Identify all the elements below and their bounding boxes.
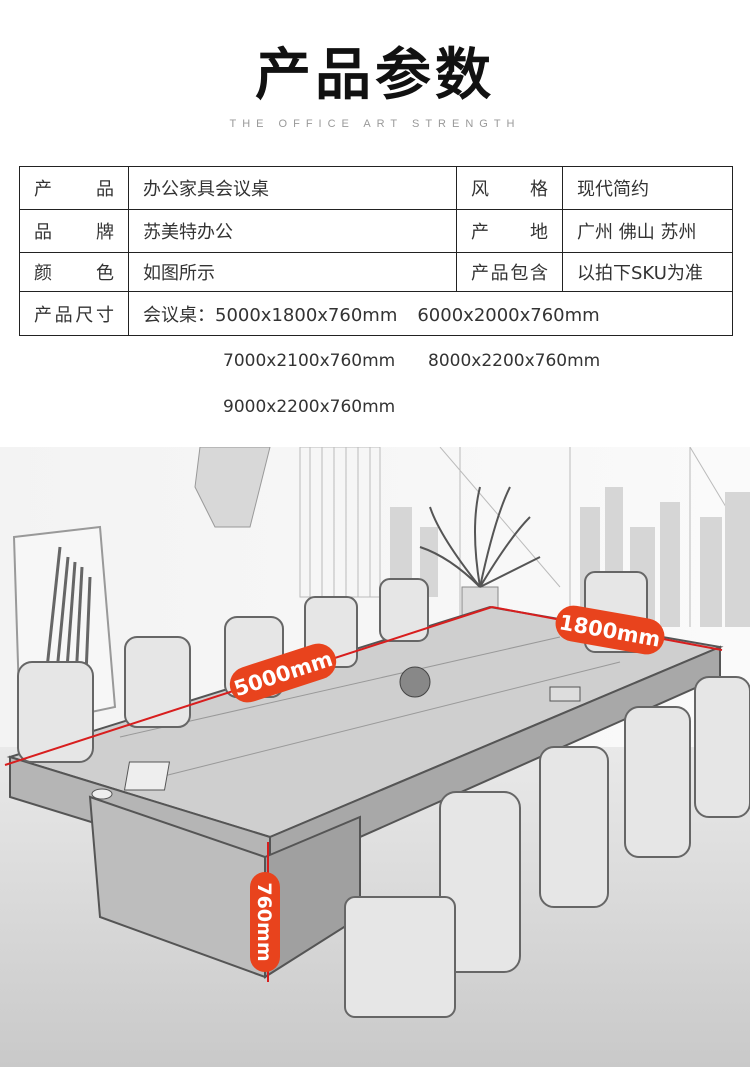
param-value-product: 办公家具会议桌 <box>128 166 457 210</box>
param-value-brand: 苏美特办公 <box>128 209 457 253</box>
width-badge: 1800mm <box>555 605 665 655</box>
param-value-package: 以拍下SKU为准 <box>562 252 733 292</box>
conference-table <box>6 605 724 979</box>
size-option: 8000x2200x760mm <box>428 351 601 371</box>
param-key-brand: 品 牌 <box>19 209 129 253</box>
param-key-style: 风 格 <box>456 166 563 210</box>
param-key-size: 产品尺寸 <box>19 291 129 336</box>
height-badge: 760mm <box>250 872 280 972</box>
parameter-table: 产 品 办公家具会议桌 风 格 现代简约 品 牌 苏美特办公 产 地 广州 佛山… <box>19 166 733 336</box>
conference-table-illustration: 5000mm 1800mm 760mm <box>0 447 750 1067</box>
window-frames <box>299 447 750 657</box>
param-value-size: 会议桌：5000x1800x760mm 6000x2000x760mm <box>128 291 733 336</box>
sculpture <box>194 447 271 528</box>
page-subtitle: THE OFFICE ART STRENGTH <box>229 118 521 130</box>
page-title: 产品参数 <box>255 43 495 108</box>
size-option: 7000x2100x760mm <box>223 351 396 371</box>
size-option: 5000x1800x760mm <box>215 304 398 326</box>
size-option: 9000x2200x760mm <box>223 397 396 417</box>
param-value-origin: 广州 佛山 苏州 <box>562 209 733 253</box>
param-key-origin: 产 地 <box>456 209 563 253</box>
height-dimension-label: 760mm <box>253 882 275 961</box>
table-row: 产品尺寸 会议桌：5000x1800x760mm 6000x2000x760mm <box>19 291 733 336</box>
table-row: 产 品 办公家具会议桌 风 格 现代简约 <box>19 166 733 210</box>
param-key-package: 产品包含 <box>456 252 563 292</box>
param-value-style: 现代简约 <box>562 166 733 210</box>
table-row: 颜 色 如图所示 产品包含 以拍下SKU为准 <box>19 252 733 292</box>
param-value-color: 如图所示 <box>128 252 457 292</box>
param-key-color: 颜 色 <box>19 252 129 292</box>
size-prefix: 会议桌： <box>143 304 215 326</box>
chairs <box>17 571 750 1018</box>
table-row: 品 牌 苏美特办公 产 地 广州 佛山 苏州 <box>19 209 733 253</box>
sketch-scene: 5000mm 1800mm 760mm <box>0 447 750 1067</box>
param-key-product: 产 品 <box>19 166 129 210</box>
size-option: 6000x2000x760mm <box>417 304 600 326</box>
